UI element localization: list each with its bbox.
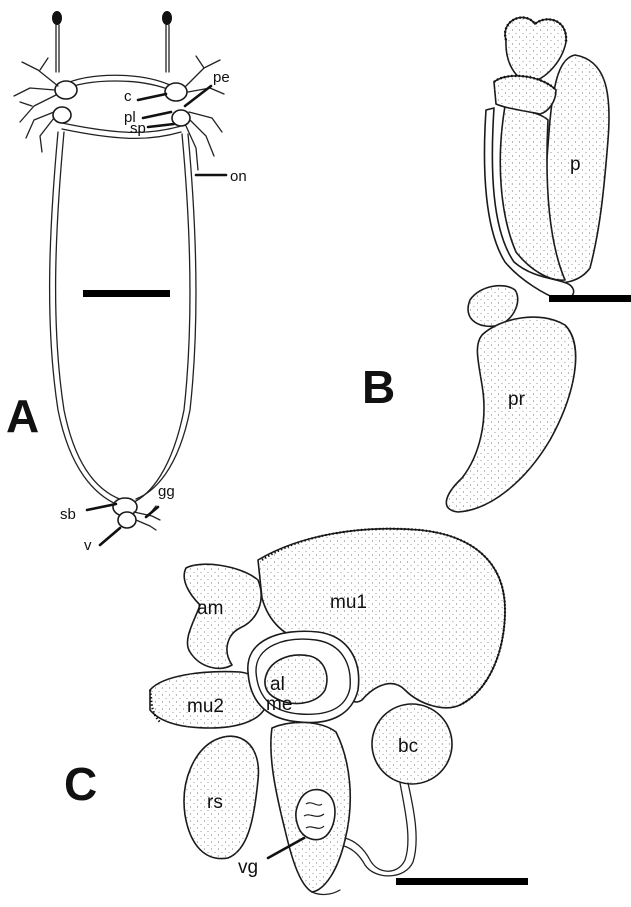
scale-bar-c	[396, 878, 528, 885]
label-gg: gg	[158, 483, 175, 500]
scale-bar-b	[549, 295, 631, 302]
label-rs: rs	[207, 792, 223, 813]
coiled-duct	[248, 631, 359, 722]
label-bc: bc	[398, 736, 418, 757]
panel-letter-c: C	[64, 758, 97, 810]
label-sp: sp	[130, 120, 146, 137]
vaginal-gland	[296, 790, 335, 840]
eye-right	[162, 11, 172, 72]
label-vg: vg	[238, 857, 258, 878]
eye-left	[52, 11, 62, 72]
panel-c-reproductive-system: am mu1 al me mu2 bc rs vg C	[64, 529, 528, 895]
label-al: al	[270, 674, 285, 695]
peripheral-nerves-left	[14, 58, 58, 152]
label-am: am	[197, 598, 223, 619]
label-mu2: mu2	[187, 696, 224, 717]
label-pr: pr	[508, 389, 526, 410]
pleurovisceral-connectives	[50, 132, 196, 505]
scale-bar-a	[83, 290, 170, 297]
panel-b-copulatory-organ: p pr B	[362, 17, 631, 512]
label-mu1: mu1	[330, 592, 367, 613]
visceral-ganglia	[113, 498, 160, 530]
label-sb: sb	[60, 506, 76, 523]
label-v: v	[84, 537, 92, 554]
panel-letter-a: A	[6, 390, 39, 442]
label-on: on	[230, 168, 247, 185]
label-p: p	[570, 154, 581, 175]
label-me: me	[266, 694, 292, 715]
panel-letter-b: B	[362, 361, 395, 413]
label-c: c	[124, 88, 132, 105]
leader-lines-a	[87, 86, 226, 545]
label-pe: pe	[213, 69, 230, 86]
panel-a-nervous-system: c pe pl sp on gg sb v A	[6, 11, 247, 554]
cerebral-ganglia	[53, 75, 190, 138]
